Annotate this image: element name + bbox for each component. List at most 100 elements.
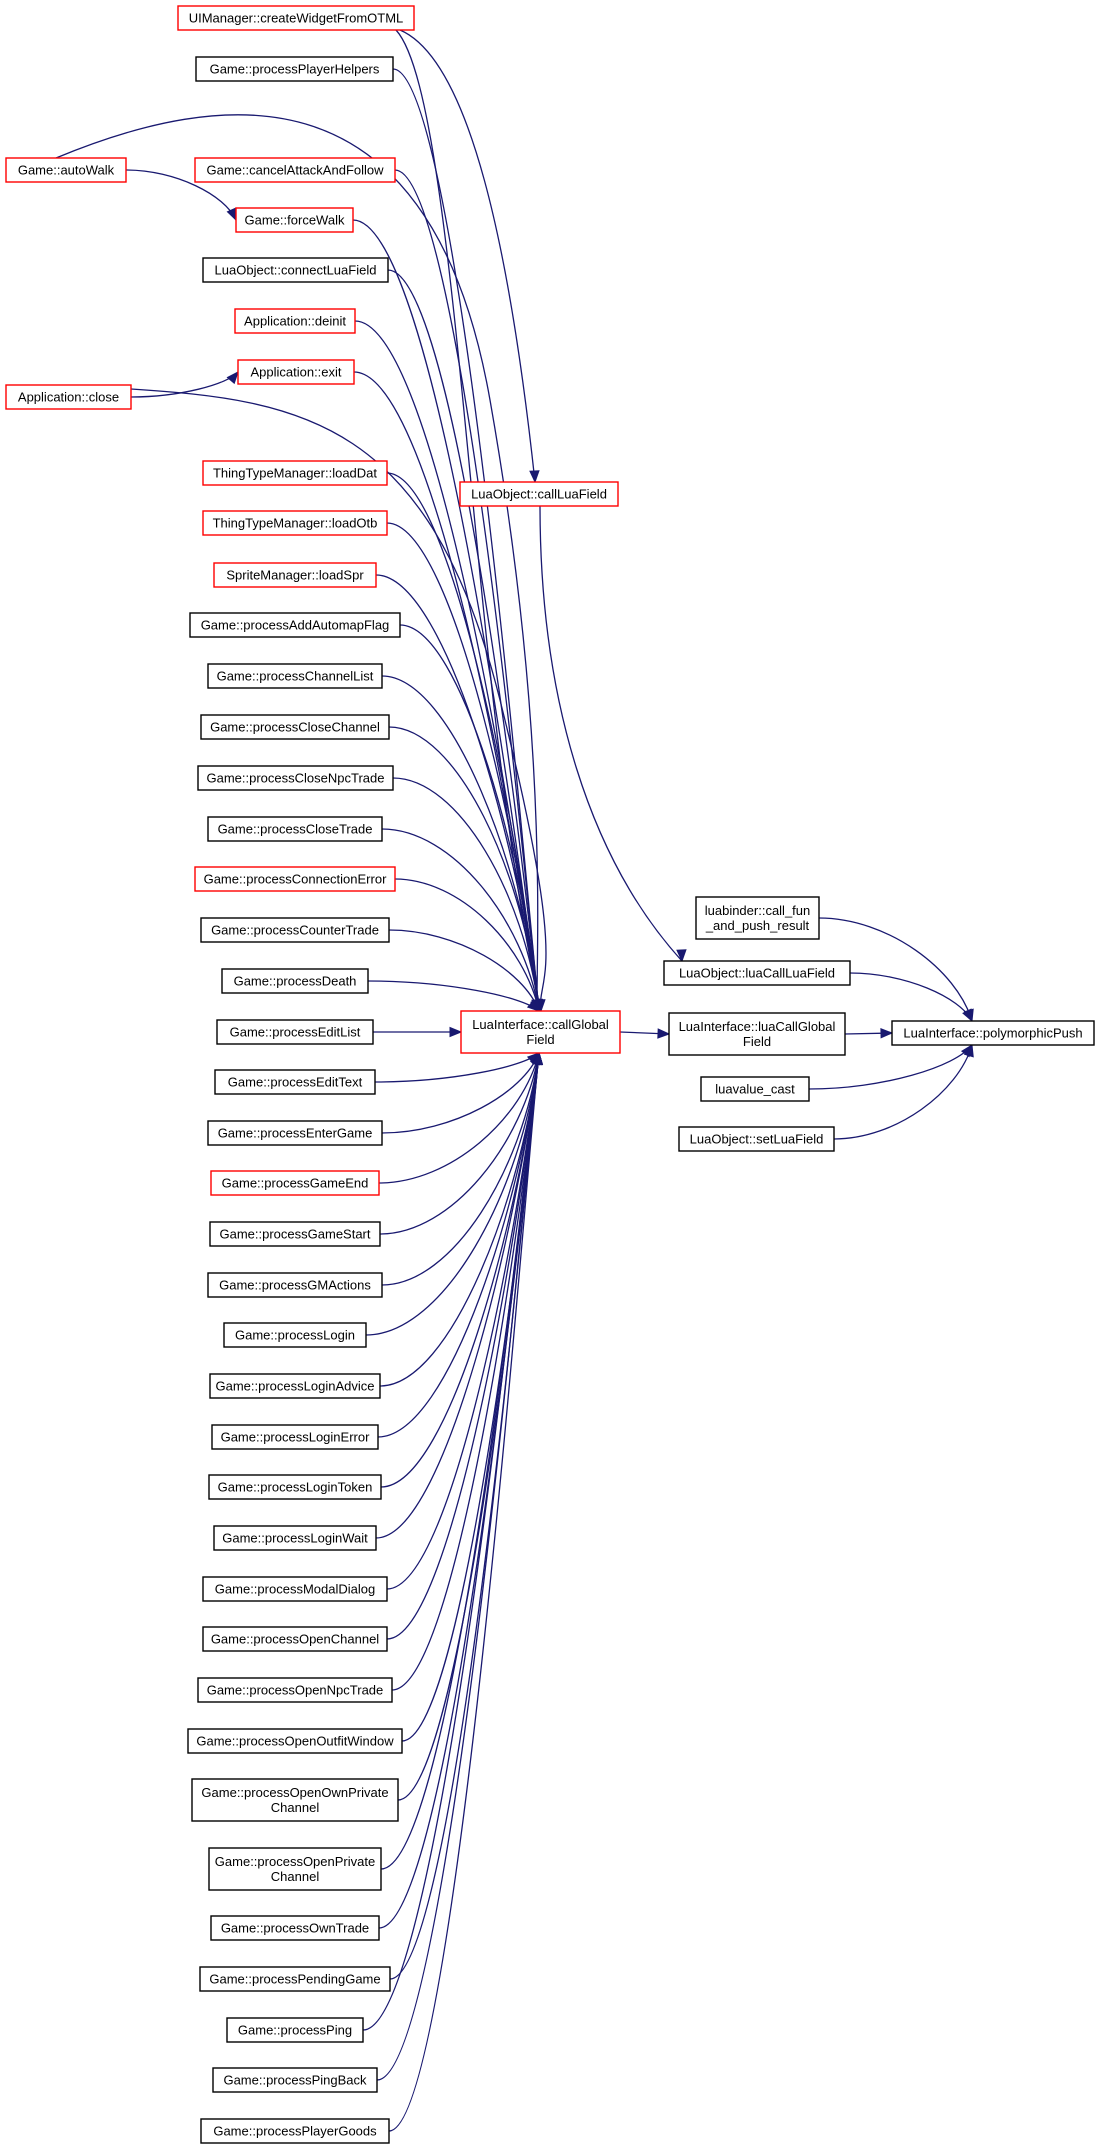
node-box[interactable] [5,384,132,410]
node-box[interactable] [191,1778,399,1822]
node-pingBack[interactable]: Game::processPingBack [212,2067,378,2093]
node-connectionError[interactable]: Game::processConnectionError [194,866,396,892]
node-box[interactable] [208,1474,382,1500]
node-playerHelpers[interactable]: Game::processPlayerHelpers [195,56,394,82]
node-loginWait[interactable]: Game::processLoginWait [213,1525,377,1551]
node-luaCallLuaField[interactable]: LuaObject::luaCallLuaField [663,960,851,986]
node-loadSpr[interactable]: SpriteManager::loadSpr [213,562,377,588]
node-box[interactable] [200,917,390,943]
node-box[interactable] [207,663,383,689]
node-counterTrade[interactable]: Game::processCounterTrade [200,917,390,943]
node-box[interactable] [695,896,820,940]
node-box[interactable] [213,562,377,588]
node-callLuaField[interactable]: LuaObject::callLuaField [459,481,619,507]
node-box[interactable] [194,157,396,183]
node-box[interactable] [197,765,394,791]
node-loginAdvice[interactable]: Game::processLoginAdvice [209,1373,381,1399]
node-box[interactable] [214,1069,376,1095]
node-appExit[interactable]: Application::exit [237,359,355,385]
node-addAutomapFlag[interactable]: Game::processAddAutomapFlag [189,612,401,638]
node-channelList[interactable]: Game::processChannelList [207,663,383,689]
node-forceWalk[interactable]: Game::forceWalk [235,207,354,233]
node-closeChannel[interactable]: Game::processCloseChannel [200,714,390,740]
node-editText[interactable]: Game::processEditText [214,1069,376,1095]
node-appDeinit[interactable]: Application::deinit [234,308,356,334]
node-gameStart[interactable]: Game::processGameStart [209,1221,381,1247]
node-box[interactable] [208,1847,382,1891]
node-cancelAttack[interactable]: Game::cancelAttackAndFollow [194,157,396,183]
node-box[interactable] [189,612,401,638]
node-box[interactable] [202,257,389,283]
node-polymorphicPush[interactable]: LuaInterface::polymorphicPush [891,1020,1095,1046]
node-box[interactable] [200,2118,390,2144]
node-box[interactable] [202,460,388,486]
node-box[interactable] [223,1322,367,1348]
node-ping[interactable]: Game::processPing [226,2017,364,2043]
node-box[interactable] [226,2017,364,2043]
node-box[interactable] [213,1525,377,1551]
node-setLuaField[interactable]: LuaObject::setLuaField [678,1126,835,1152]
node-box[interactable] [199,1966,391,1992]
node-modalDialog[interactable]: Game::processModalDialog [202,1576,388,1602]
node-box[interactable] [200,714,390,740]
node-enterGame[interactable]: Game::processEnterGame [207,1120,383,1146]
node-box[interactable] [678,1126,835,1152]
node-playerGoods[interactable]: Game::processPlayerGoods [200,2118,390,2144]
node-box[interactable] [202,1626,388,1652]
node-gmActions[interactable]: Game::processGMActions [207,1272,383,1298]
node-autoWalk[interactable]: Game::autoWalk [5,157,127,183]
node-openChannel[interactable]: Game::processOpenChannel [202,1626,388,1652]
node-connectLuaField[interactable]: LuaObject::connectLuaField [202,257,389,283]
node-box[interactable] [5,157,127,183]
node-callFun[interactable]: luabinder::call_fun_and_push_result [695,896,820,940]
node-box[interactable] [237,359,355,385]
node-editList[interactable]: Game::processEditList [216,1019,374,1045]
node-box[interactable] [663,960,851,986]
node-box[interactable] [459,481,619,507]
node-box[interactable] [177,5,415,31]
node-box[interactable] [202,510,388,536]
node-loginError[interactable]: Game::processLoginError [211,1424,379,1450]
node-appClose[interactable]: Application::close [5,384,132,410]
node-loadDat[interactable]: ThingTypeManager::loadDat [202,460,388,486]
node-ownTrade[interactable]: Game::processOwnTrade [210,1915,380,1941]
node-box[interactable] [202,1576,388,1602]
node-box[interactable] [211,1424,379,1450]
node-box[interactable] [210,1170,380,1196]
node-closeTrade[interactable]: Game::processCloseTrade [207,816,383,842]
node-loginToken[interactable]: Game::processLoginToken [208,1474,382,1500]
node-box[interactable] [700,1076,810,1102]
node-pendingGame[interactable]: Game::processPendingGame [199,1966,391,1992]
node-death[interactable]: Game::processDeath [221,968,369,994]
node-box[interactable] [668,1012,846,1056]
node-box[interactable] [221,968,369,994]
node-gameEnd[interactable]: Game::processGameEnd [210,1170,380,1196]
node-box[interactable] [891,1020,1095,1046]
node-box[interactable] [460,1010,621,1054]
node-loadOtb[interactable]: ThingTypeManager::loadOtb [202,510,388,536]
node-box[interactable] [197,1677,393,1703]
node-box[interactable] [210,1915,380,1941]
node-luavalueCast[interactable]: luavalue_cast [700,1076,810,1102]
node-openNpcTrade[interactable]: Game::processOpenNpcTrade [197,1677,393,1703]
node-box[interactable] [207,1272,383,1298]
node-box[interactable] [194,866,396,892]
node-closeNpcTrade[interactable]: Game::processCloseNpcTrade [197,765,394,791]
node-box[interactable] [209,1373,381,1399]
node-box[interactable] [207,816,383,842]
node-box[interactable] [212,2067,378,2093]
node-box[interactable] [235,207,354,233]
node-box[interactable] [234,308,356,334]
node-box[interactable] [216,1019,374,1045]
node-createWidget[interactable]: UIManager::createWidgetFromOTML [177,5,415,31]
node-box[interactable] [195,56,394,82]
node-box[interactable] [207,1120,383,1146]
node-login[interactable]: Game::processLogin [223,1322,367,1348]
node-box[interactable] [209,1221,381,1247]
node-openOutfitWindow[interactable]: Game::processOpenOutfitWindow [187,1728,403,1754]
node-box[interactable] [187,1728,403,1754]
